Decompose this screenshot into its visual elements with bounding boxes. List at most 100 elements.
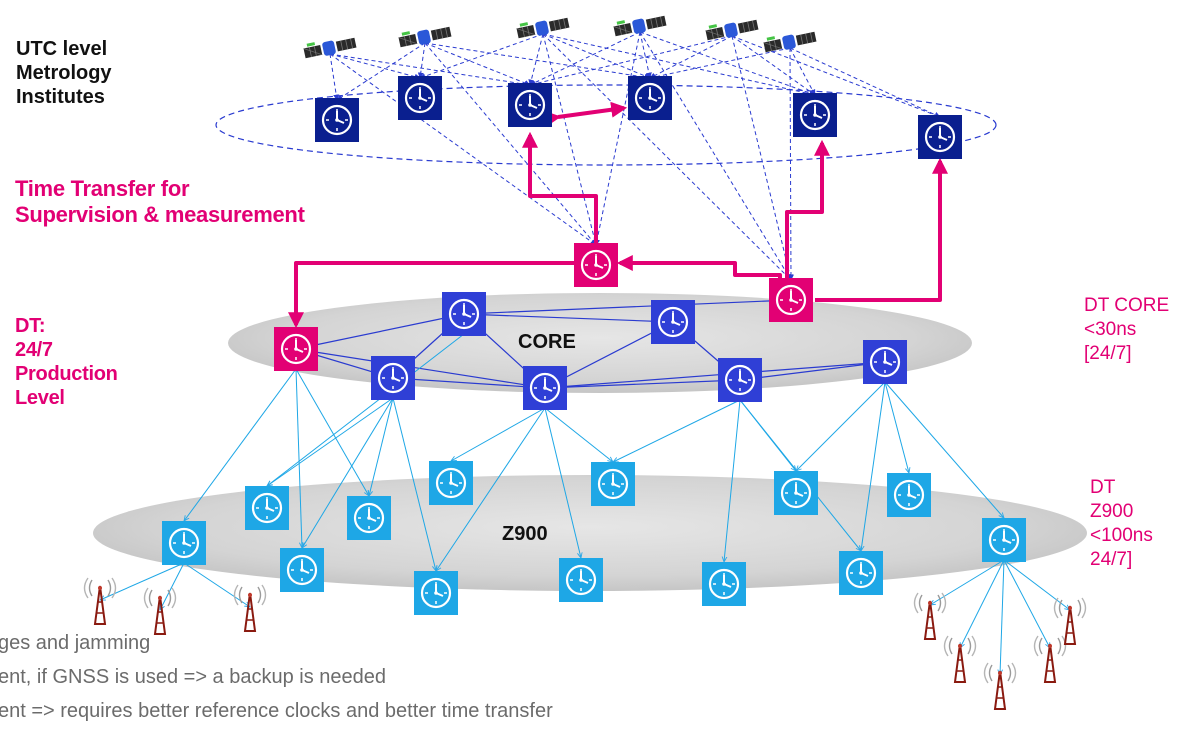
- satellite-link: [336, 42, 426, 101]
- clock-icon: [893, 479, 925, 511]
- clock-icon: [377, 362, 409, 394]
- antenna-link: [183, 562, 250, 607]
- satellite-link: [787, 47, 794, 281]
- core-clock: [442, 292, 486, 336]
- z900-link: [544, 407, 613, 462]
- dt-core-label: DT CORE <30ns [24/7]: [1084, 294, 1169, 366]
- antenna-tower: [143, 587, 177, 635]
- time-transfer-path: [815, 157, 948, 302]
- dt-z900-line-2: Z900: [1090, 501, 1134, 523]
- antenna-tower-icon: [913, 592, 947, 640]
- satellite-link: [424, 42, 597, 246]
- z900-clock: [591, 462, 635, 506]
- z900-link: [884, 381, 1004, 518]
- satellite-link: [542, 33, 792, 281]
- clock-icon: [565, 564, 597, 596]
- metrology-clock: [398, 76, 442, 120]
- dt-core-line-3: [24/7]: [1084, 343, 1132, 365]
- dt-production-line-1: DT:: [15, 315, 46, 337]
- time-transfer-path: [616, 255, 782, 288]
- z900-link: [861, 381, 886, 551]
- antenna-tower-icon: [943, 635, 977, 683]
- satellite-link: [639, 31, 792, 281]
- satellite-link: [528, 33, 544, 86]
- dt-production-line-2: 24/7: [15, 339, 53, 361]
- core-link: [392, 377, 546, 389]
- dt-core-line-1: DT CORE: [1084, 295, 1170, 316]
- clock-icon: [845, 557, 877, 589]
- dt-clock: [574, 243, 618, 287]
- z900-link: [369, 397, 394, 496]
- clock-icon: [775, 284, 807, 316]
- z900-link: [613, 399, 741, 462]
- clock-icon: [286, 554, 318, 586]
- bottom-text-line-3: ent => requires better reference clocks …: [0, 700, 553, 722]
- utc-line-1: UTC level: [16, 38, 108, 60]
- time-transfer-label: Time Transfer for Supervision & measurem…: [15, 176, 305, 229]
- satellite-link: [542, 33, 651, 79]
- antenna-tower: [1033, 635, 1067, 683]
- z900-clock: [162, 521, 206, 565]
- clock-icon: [251, 492, 283, 524]
- satellite-link: [731, 35, 816, 96]
- satellite-link: [649, 35, 733, 79]
- core-clock: [718, 358, 762, 402]
- core-label: CORE: [518, 331, 576, 353]
- clock-icon: [869, 346, 901, 378]
- core-link: [544, 361, 886, 389]
- z900-link: [295, 368, 369, 496]
- metrology-clock: [793, 93, 837, 137]
- dt-z900-line-1: DT: [1090, 477, 1116, 498]
- z900-link: [544, 407, 581, 558]
- satellite: [704, 15, 760, 43]
- clock-icon: [448, 298, 480, 330]
- satellite-link: [329, 53, 421, 80]
- core-link: [463, 313, 674, 323]
- z900-clock: [702, 562, 746, 606]
- antenna-tower: [913, 592, 947, 640]
- clock-icon: [353, 502, 385, 534]
- clock-icon: [580, 249, 612, 281]
- time-transfer-line-1: Time Transfer for: [15, 176, 190, 201]
- satellite-link: [424, 42, 651, 81]
- core-link: [295, 313, 465, 350]
- dt-production-line-4: Level: [15, 387, 65, 409]
- antenna-link: [960, 559, 1005, 648]
- metrology-ring: [215, 84, 997, 166]
- core-link: [463, 299, 792, 315]
- clock-icon: [924, 121, 956, 153]
- core-clock: [863, 340, 907, 384]
- z900-link: [451, 407, 546, 461]
- satellite: [302, 33, 358, 61]
- bottom-text-line-2: ent, if GNSS is used => a backup is need…: [0, 666, 387, 688]
- core-link: [739, 361, 886, 381]
- utc-label: UTC level Metrology Institutes: [16, 37, 112, 109]
- satellite-link: [419, 33, 544, 80]
- satellite-link: [424, 42, 531, 86]
- z900-clock: [839, 551, 883, 595]
- z900-link: [884, 381, 909, 473]
- antenna-link: [100, 562, 185, 600]
- satellite-link: [649, 47, 791, 80]
- dt-production-label: DT: 24/7 Production Level: [15, 314, 118, 410]
- z900-clock: [774, 471, 818, 515]
- z900-link: [267, 397, 394, 486]
- z900-clock: [559, 558, 603, 602]
- clock-icon: [780, 477, 812, 509]
- clock-icon: [708, 568, 740, 600]
- satellite-link: [731, 35, 793, 281]
- core-link: [295, 348, 546, 389]
- bottom-text-line-1: ges and jamming: [0, 632, 151, 654]
- clock-icon: [321, 104, 353, 136]
- antenna-link: [930, 559, 1005, 605]
- z900-link: [392, 397, 436, 571]
- satellite-link: [329, 53, 340, 101]
- utc-line-3: Institutes: [16, 86, 105, 108]
- utc-line-2: Metrology: [16, 62, 112, 84]
- dt-z900-line-3: <100ns: [1090, 525, 1153, 547]
- metrology-clock: [508, 83, 552, 127]
- clock-icon: [435, 467, 467, 499]
- z900-clock: [280, 548, 324, 592]
- clock-icon: [657, 306, 689, 338]
